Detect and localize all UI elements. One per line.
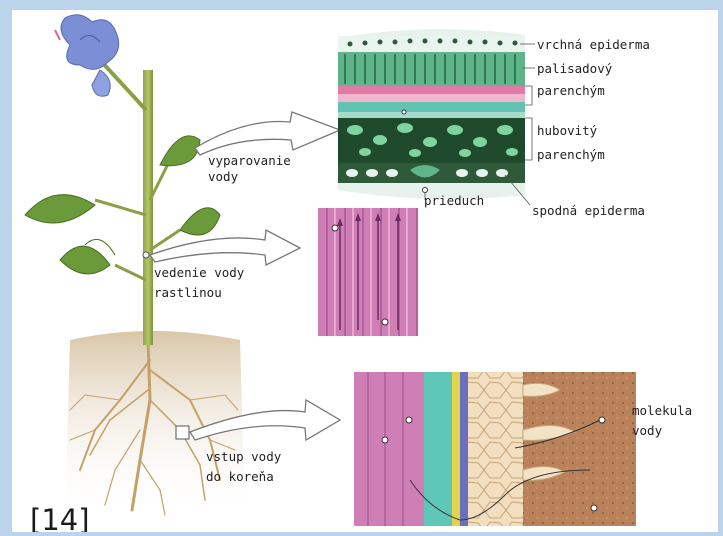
label-parenchym-2: parenchým (537, 147, 605, 162)
label-vedenie-vody: vedenie vody (154, 265, 244, 280)
label-spodna-epiderma: spodná epiderma (532, 203, 645, 218)
label-vody: vody (208, 169, 238, 184)
palisade-layer (338, 52, 525, 86)
label-vstup-vody: vstup vody (206, 449, 281, 464)
label-molekula: molekula (632, 403, 692, 418)
plant-flower (55, 15, 119, 96)
label-rastlinou: rastlinou (154, 285, 222, 300)
leaf-cross-section (338, 29, 525, 199)
label-vyparovanie: vyparovanie (208, 153, 291, 168)
xylem-vessels (318, 208, 418, 336)
upper-epidermis (338, 36, 525, 52)
label-molekula-vody: vody (632, 423, 662, 438)
label-do-korena: do koreňa (206, 469, 274, 484)
stem-detail-marker (143, 252, 149, 258)
label-hubovity: hubovitý (537, 123, 597, 138)
plant-water-transport-diagram (12, 10, 718, 532)
label-parenchym-1: parenchým (537, 83, 605, 98)
plant-stem (95, 60, 180, 345)
lower-epidermis (338, 163, 525, 183)
root-cross-section (354, 372, 636, 526)
figure-reference: [14] (30, 505, 90, 532)
figure-panel: vyparovanie vody vedenie vody rastlinou … (12, 10, 718, 532)
label-palisadovy: palisadový (537, 61, 612, 76)
label-prieduch: prieduch (424, 193, 484, 208)
vascular-bundle-band (338, 86, 525, 118)
label-vrchna-epiderma: vrchná epiderma (537, 37, 650, 52)
root-detail-marker (176, 426, 189, 439)
spongy-layer (338, 118, 525, 163)
